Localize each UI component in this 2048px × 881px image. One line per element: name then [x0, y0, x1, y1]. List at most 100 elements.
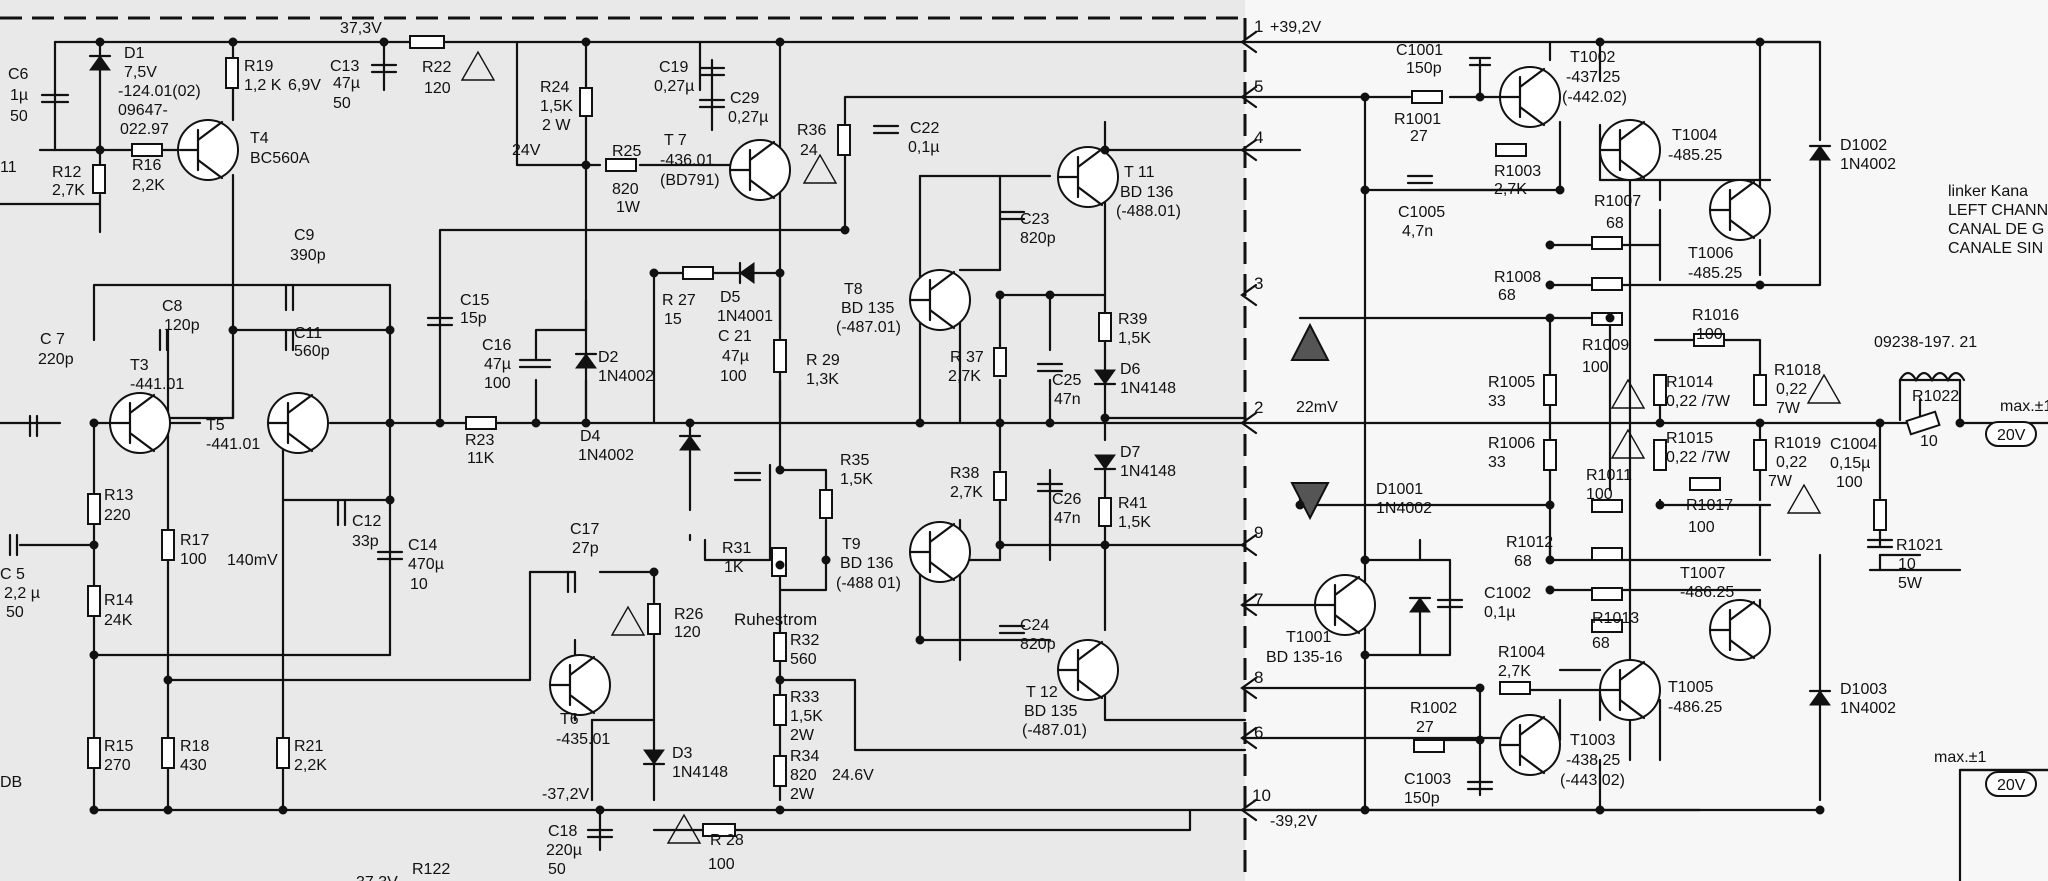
label-r19-v: 1,2 K	[244, 77, 282, 94]
label-c1005-v: 4,7n	[1402, 223, 1433, 240]
temp-sensor-bottom	[1290, 482, 1330, 521]
label-r41: R41	[1118, 495, 1147, 512]
pin-8: 8	[1254, 668, 1263, 687]
label-r36-v: 24	[800, 142, 818, 159]
label-r26: R26	[674, 606, 703, 623]
label-d1002-v: 1N4002	[1840, 156, 1896, 173]
label-r1015: R1015	[1666, 430, 1713, 447]
label-d1003: D1003	[1840, 681, 1887, 698]
label-r1022-v: 10	[1920, 433, 1938, 450]
label-c25: C25	[1052, 372, 1081, 389]
label-r1017: R1017	[1686, 497, 1733, 514]
label-r1019: R1019	[1774, 435, 1821, 452]
label-c22-v: 0,1µ	[908, 139, 939, 156]
label-t-max: max.±1	[1934, 749, 1986, 766]
label-r1018: R1018	[1774, 362, 1821, 379]
label-r25-v2: 1W	[616, 199, 641, 216]
label-c11: C11	[294, 325, 322, 342]
pin-1: 1	[1254, 17, 1263, 36]
label-r28-v: 100	[708, 856, 735, 873]
label-ruhestrom: Ruhestrom	[734, 610, 817, 629]
diodes	[88, 54, 1832, 766]
label-r39: R39	[1118, 311, 1147, 328]
label-c1003: C1003	[1404, 771, 1451, 788]
label-t7-v2: (BD791)	[660, 172, 720, 189]
pin-3: 3	[1254, 274, 1263, 293]
label-r1022: R1022	[1912, 388, 1959, 405]
label-c17: C17	[570, 521, 599, 538]
label-c15: C15	[460, 292, 489, 309]
label-r23: R23	[465, 432, 494, 449]
label-c12-v: 33p	[352, 533, 379, 550]
label-t1003-v2: (-443.02)	[1560, 772, 1625, 789]
output-badge-mid-text: 20V	[1997, 427, 2026, 444]
label-t9: T9	[842, 536, 861, 553]
label-t5-v: -441.01	[206, 436, 260, 453]
label-c16-v: 47µ	[484, 356, 511, 373]
label-c1003-v: 150p	[1404, 790, 1440, 807]
label-d4-v: 1N4002	[578, 447, 634, 464]
label-c14-v2: 10	[410, 576, 428, 593]
label-c7: C 7	[40, 331, 65, 348]
label-r32: R32	[790, 632, 819, 649]
label-t8-v2: (-487.01)	[836, 319, 901, 336]
label-ch4: CANALE SIN	[1948, 240, 2043, 257]
label-r1011-v: 100	[1586, 486, 1613, 503]
label-d1003-v: 1N4002	[1840, 700, 1896, 717]
label-r15-v: 270	[104, 757, 131, 774]
label-d1-v: 7,5V	[124, 64, 157, 81]
label-c1001-v: 150p	[1406, 60, 1442, 77]
label-r1013: R1013	[1592, 610, 1639, 627]
label-r1013-v: 68	[1592, 635, 1610, 652]
label-r1009-v: 100	[1582, 359, 1609, 376]
label-c24-v: 820p	[1020, 636, 1056, 653]
label-v392: +39,2V	[1270, 19, 1321, 36]
label-r1001: R1001	[1394, 111, 1441, 128]
label-c7-v: 220p	[38, 351, 74, 368]
label-v246: 24.6V	[832, 767, 874, 784]
label-d5: D5	[720, 289, 741, 306]
pin-5: 5	[1254, 77, 1263, 96]
label-r21: R21	[294, 738, 323, 755]
label-t8: T8	[844, 281, 863, 298]
label-r21-v: 2,2K	[294, 757, 327, 774]
label-c16-v2: 100	[484, 375, 511, 392]
capacitors	[8, 56, 1894, 839]
label-r1019-v2: 7W	[1768, 473, 1793, 490]
label-c26: C26	[1052, 491, 1081, 508]
label-c1004-v: 0,15µ	[1830, 455, 1870, 472]
label-c9-v: 390p	[290, 247, 326, 264]
label-t12-v2: (-487.01)	[1022, 722, 1087, 739]
label-c21-v2: 100	[720, 368, 747, 385]
label-r38-v: 2,7K	[950, 484, 983, 501]
label-c1005: C1005	[1398, 204, 1445, 221]
label-r17: R17	[180, 532, 209, 549]
label-r16: R16	[132, 157, 161, 174]
label-r1016-v: 100	[1696, 326, 1723, 343]
label-t1004-v: -485.25	[1668, 147, 1722, 164]
label-c19: C19	[659, 59, 688, 76]
label-t1001: T1001	[1286, 629, 1331, 646]
label-c18: C18	[548, 823, 577, 840]
label-c15-v: 15p	[460, 310, 487, 327]
label-t12-v: BD 135	[1024, 703, 1077, 720]
connector-pins	[1240, 30, 1258, 822]
label-r16-v: 2,2K	[132, 177, 165, 194]
label-d1-v4: 022.97	[120, 121, 169, 138]
label-r38: R38	[950, 465, 979, 482]
label-r1021: R1021	[1896, 537, 1943, 554]
label-c24: C24	[1020, 617, 1049, 634]
label-t1003: T1003	[1570, 732, 1615, 749]
label-r1003: R1003	[1494, 163, 1541, 180]
label-r1001-v: 27	[1410, 128, 1428, 145]
label-t8-v: BD 135	[841, 300, 894, 317]
label-r39-v: 1,5K	[1118, 330, 1151, 347]
label-t1002-v: -437.25	[1566, 69, 1620, 86]
label-r29-v: 1,3K	[806, 371, 839, 388]
label-t3: T3	[130, 357, 149, 374]
label-c11-v: 560p	[294, 343, 330, 360]
label-c6: C6	[8, 66, 29, 83]
label-r27: R 27	[662, 292, 696, 309]
label-r18-v: 430	[180, 757, 207, 774]
